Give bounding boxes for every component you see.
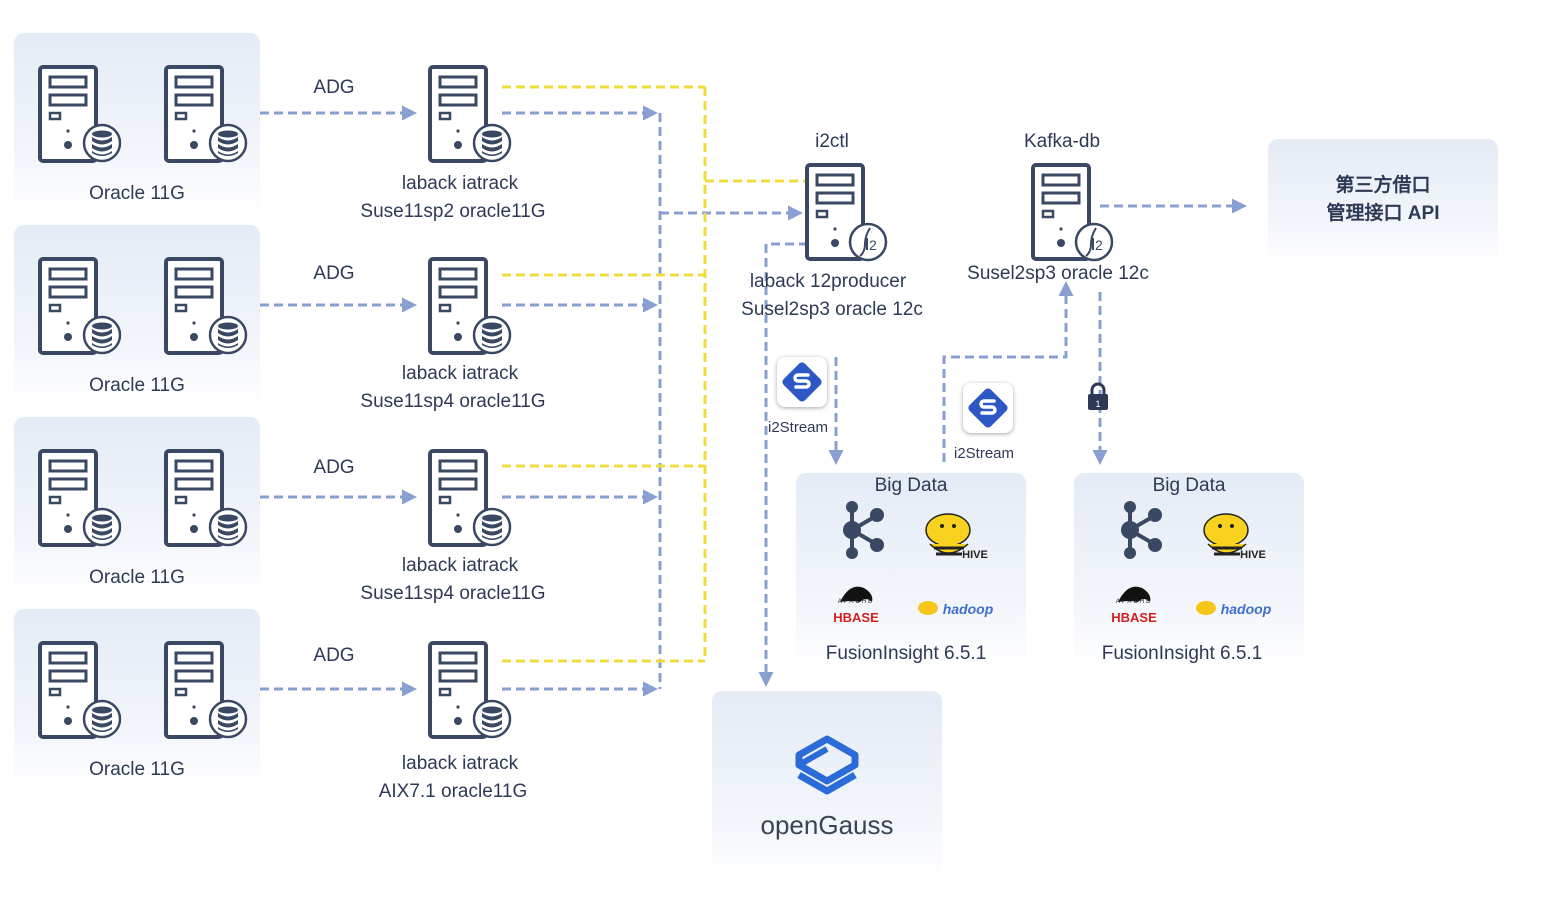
i2ctl-server [805,163,888,262]
target-1-name: laback iatrack [401,173,519,194]
source-4-servers [38,641,248,739]
i2ctl-line2: Susel2sp3 oracle 12c [741,299,923,320]
target-4-name: laback iatrack [401,753,519,774]
api-panel [1268,139,1498,264]
hbase-orca-left [840,586,873,602]
i2stream-icon [779,359,825,405]
target-1-os: Suse11sp2 oracle11G [360,201,546,222]
i2stream-badge-right [963,383,1013,433]
i2stream-label-left: i2Stream [767,419,829,436]
hbase-text-right: HBASE [1111,610,1157,625]
i2stream-label-right: i2Stream [953,445,1015,462]
source-3-servers [38,449,248,547]
bigdata-right-title: Big Data [1152,475,1226,496]
adg-label-1: ADG [313,77,355,98]
i2stream-icon [965,385,1011,431]
api-line1: 第三方借口 [1335,175,1431,196]
source-1-servers [38,65,248,163]
opengauss-label: openGauss [760,810,894,840]
target-4-os: AIX7.1 oracle11G [378,781,528,802]
hadoop-text-left: hadoop [942,601,994,617]
hadoop-elephant-left [918,601,938,615]
svg-text:1: 1 [1095,399,1100,409]
source-4-label: Oracle 11G [89,759,185,780]
i2stream-badge-left [777,357,827,407]
api-line2: 管理接口 API [1326,203,1440,224]
lock-icon: 1 [1088,382,1108,410]
hive-text-left: HIVE [962,549,988,561]
hive-icon-left [925,513,971,556]
bigdata-left-title: Big Data [874,475,948,496]
source-1-label: Oracle 11G [89,183,185,204]
hbase-text-left: HBASE [833,610,879,625]
bigdata-left-footer: FusionInsight 6.5.1 [825,643,987,664]
kafka-server [1031,163,1114,262]
hadoop-text-right: hadoop [1220,601,1272,617]
target-2-os: Suse11sp4 oracle11G [360,391,546,412]
hive-icon-right [1203,513,1249,556]
apache-text-left: APACHE [837,599,875,605]
kafka-icon-left [841,500,886,560]
bigdata-right-footer: FusionInsight 6.5.1 [1101,643,1263,664]
hbase-orca-right [1118,586,1151,602]
source-3-label: Oracle 11G [89,567,185,588]
hive-text-right: HIVE [1240,549,1266,561]
opengauss-panel [712,691,942,881]
adg-label-4: ADG [313,645,355,666]
adg-label-2: ADG [313,263,355,284]
i2ctl-title: i2ctl [815,131,849,152]
adg-label-3: ADG [313,457,355,478]
opengauss-logo [795,735,859,795]
bigdata-panel-right [1074,473,1304,668]
hadoop-elephant-right [1196,601,1216,615]
kafka-line1: Susel2sp3 oracle 12c [967,263,1149,284]
target-3-name: laback iatrack [401,555,519,576]
target-2-name: laback iatrack [401,363,519,384]
bigdata-panel-left [796,473,1026,668]
apache-text-right: APACHE [1115,599,1153,605]
source-2-servers [38,257,248,355]
kafka-title: Kafka-db [1023,131,1101,152]
i2ctl-line1: laback 12producer [749,271,907,292]
source-2-label: Oracle 11G [89,375,185,396]
target-3-os: Suse11sp4 oracle11G [360,583,546,604]
kafka-icon-right [1119,500,1164,560]
